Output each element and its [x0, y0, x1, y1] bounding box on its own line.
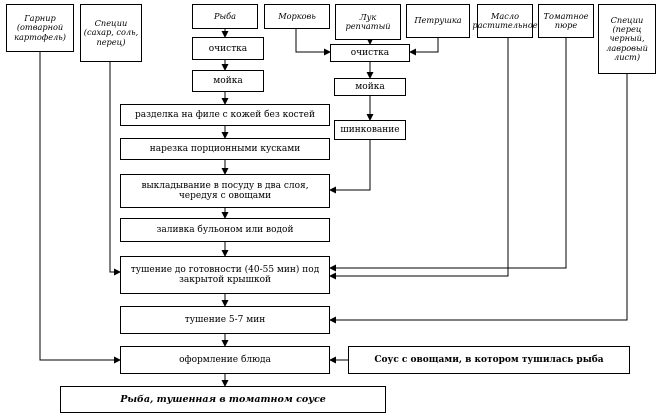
step-layer: выкладывание в посуду в два слоя, череду… — [120, 174, 330, 208]
input-spices-2: Специи (перец черный, лавровый лист) — [598, 4, 656, 74]
input-tomato: Томатное пюре — [538, 4, 594, 38]
result-box: Рыба, тушенная в томатном соусе — [60, 386, 386, 413]
step-wash-fish: мойка — [192, 70, 264, 92]
input-fish: Рыба — [192, 4, 258, 29]
step-clean-fish: очистка — [192, 37, 264, 60]
step-clean-vegetables: очистка — [330, 44, 410, 62]
step-plate: оформление блюда — [120, 346, 330, 374]
sauce-box: Соус с овощами, в котором тушилась рыба — [348, 346, 630, 374]
input-spices: Специи (сахар, соль, перец) — [80, 4, 142, 62]
step-wash-vegetables: мойка — [334, 78, 406, 96]
step-pour: заливка бульоном или водой — [120, 218, 330, 242]
input-carrot: Морковь — [264, 4, 330, 29]
step-fillet: разделка на филе с кожей без костей — [120, 104, 330, 126]
step-stew-2: тушение 5-7 мин — [120, 306, 330, 334]
input-onion: Лук репчатый — [335, 4, 401, 40]
input-oil: Масло растительное — [472, 4, 538, 38]
step-shred: шинкование — [334, 120, 406, 140]
step-stew: тушение до готовности (40-55 мин) под за… — [120, 256, 330, 294]
step-cut: нарезка порционными кусками — [120, 138, 330, 160]
input-garnish: Гарнир (отварной картофель) — [6, 4, 74, 52]
input-parsley: Петрушка — [406, 4, 470, 38]
